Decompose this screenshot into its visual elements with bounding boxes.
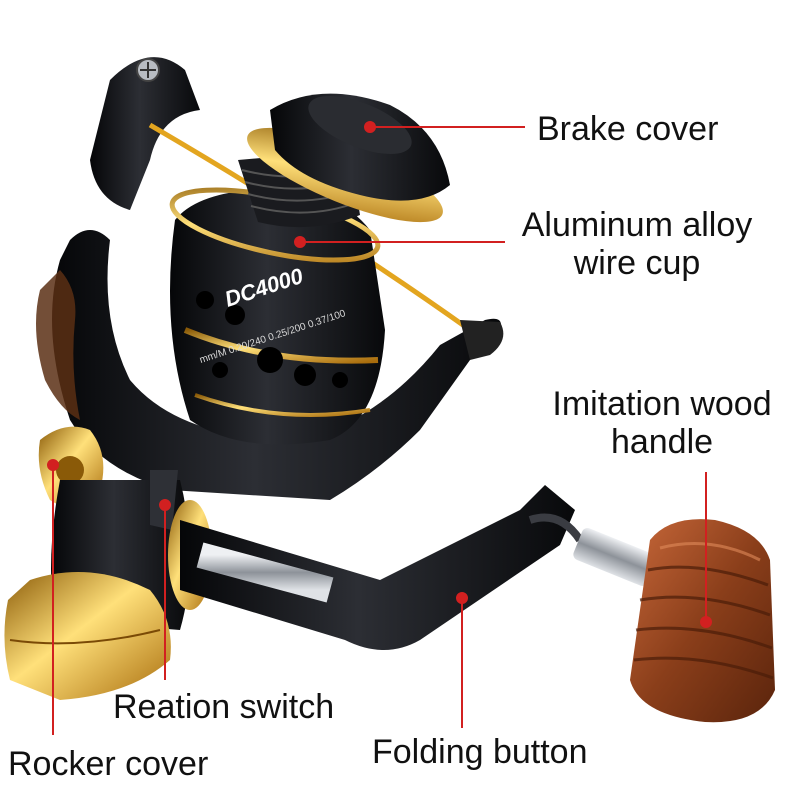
- reel-body: [36, 230, 504, 500]
- label-handle: Imitation wood handle: [532, 385, 792, 461]
- label-brake-cover: Brake cover: [537, 110, 719, 148]
- label-wire-cup: Aluminum alloy wire cup: [512, 206, 762, 282]
- label-rocker-cover: Rocker cover: [8, 745, 209, 783]
- dot-folding-button: [456, 592, 468, 604]
- label-wire-cup-line1: Aluminum alloy: [521, 206, 753, 244]
- dot-rocker-cover: [47, 459, 59, 471]
- dot-handle: [700, 616, 712, 628]
- dot-reation-switch: [159, 499, 171, 511]
- handle-arm: [180, 485, 584, 650]
- bail-arm: [90, 57, 200, 211]
- label-reation-switch: Reation switch: [113, 688, 335, 726]
- label-handle-line2: handle: [610, 423, 714, 461]
- rocker-cover: [4, 572, 171, 700]
- dot-brake-cover: [364, 121, 376, 133]
- leader-lines: [47, 121, 712, 735]
- label-wire-cup-line2: wire cup: [573, 244, 701, 282]
- handle-shaft: [573, 528, 657, 586]
- label-folding-button: Folding button: [372, 733, 588, 771]
- label-handle-line1: Imitation wood: [552, 385, 772, 423]
- dot-wire-cup: [294, 236, 306, 248]
- brake-cover: [247, 93, 450, 223]
